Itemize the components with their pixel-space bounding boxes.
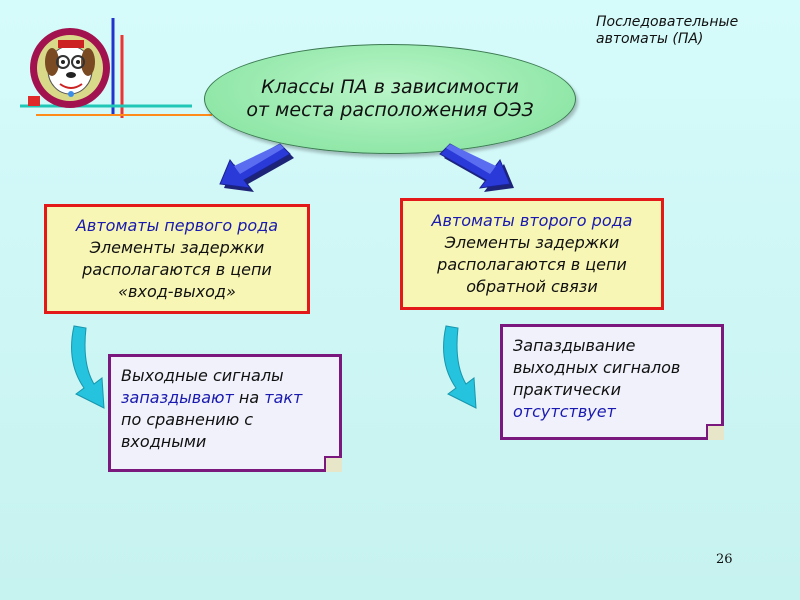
no-delay-note: Запаздывание выходных сигналов практичес… xyxy=(500,324,724,440)
note-line: Выходные сигналы xyxy=(121,366,284,385)
second-kind-automata-box: Автоматы второго рода Элементы задержки … xyxy=(400,198,664,310)
slide-title: Последовательные автоматы (ПА) xyxy=(596,14,786,48)
down-left-arrow-icon xyxy=(219,143,294,192)
note-highlight: такт xyxy=(264,388,303,407)
central-node-line: от места расположения ОЭЗ xyxy=(246,99,534,121)
page-curl xyxy=(706,424,724,440)
slide-title-line: Последовательные xyxy=(596,14,739,30)
box-line: Элементы задержки xyxy=(89,238,265,257)
box-heading: Автоматы второго рода xyxy=(431,211,633,230)
note-line: входными xyxy=(121,432,207,451)
note-line: Запаздывание xyxy=(513,336,636,355)
central-node-line: Классы ПА в зависимости xyxy=(261,76,519,98)
note-highlight: запаздывают xyxy=(121,388,234,407)
note-text: на xyxy=(233,388,265,407)
curved-arrow-icon xyxy=(71,325,105,409)
central-node: Классы ПА в зависимости от места располо… xyxy=(204,44,576,154)
note-line: запаздывают на такт xyxy=(121,387,329,409)
down-right-arrow-icon xyxy=(439,143,514,192)
slide-title-line: автоматы (ПА) xyxy=(596,31,704,47)
note-line: практически xyxy=(513,380,621,399)
curved-arrow-icon xyxy=(443,325,477,409)
logo-decoration xyxy=(20,18,212,118)
box-line: располагаются в цепи xyxy=(82,260,272,279)
note-line: выходных сигналов xyxy=(513,358,681,377)
dog-mascot-icon xyxy=(28,28,110,108)
box-line: обратной связи xyxy=(466,277,598,296)
box-line: располагаются в цепи xyxy=(437,255,627,274)
output-delay-note: Выходные сигналы запаздывают на такт по … xyxy=(108,354,342,472)
page-number: 26 xyxy=(716,552,733,567)
note-line: по сравнению с xyxy=(121,410,254,429)
box-line: Элементы задержки xyxy=(444,233,620,252)
page-curl xyxy=(324,456,342,472)
box-heading: Автоматы первого рода xyxy=(75,216,279,235)
note-highlight: отсутствует xyxy=(513,402,616,421)
box-line: «вход-выход» xyxy=(118,282,236,301)
first-kind-automata-box: Автоматы первого рода Элементы задержки … xyxy=(44,204,310,314)
